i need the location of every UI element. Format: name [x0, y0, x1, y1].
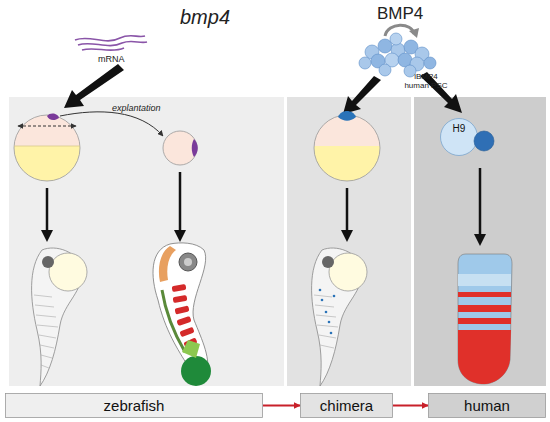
- species-band: chimera: [300, 393, 393, 418]
- cell-circle: H9: [440, 118, 478, 156]
- node-text: H9: [453, 123, 466, 134]
- human-somitoid: [458, 254, 512, 384]
- cycle-arrow: [409, 28, 419, 38]
- node-text: human: [464, 397, 510, 414]
- cell-line-label: iBMP4 human PSC: [402, 72, 450, 90]
- flow-arrow: [393, 404, 428, 406]
- panel: [9, 97, 284, 386]
- embryo: [14, 115, 80, 181]
- embryo: [314, 115, 380, 181]
- explant-arrow: [60, 112, 163, 136]
- flow-arrow: [263, 404, 300, 406]
- mrna-strands: [75, 36, 147, 51]
- zebrafish-larva: [32, 248, 87, 386]
- procedure-label: explantation: [112, 103, 161, 113]
- panel: [287, 97, 411, 386]
- embryo: [10, 110, 90, 186]
- species-band: human: [428, 393, 546, 418]
- explant-pattern: [153, 243, 211, 386]
- node-text: zebrafish: [104, 397, 165, 414]
- molecule-label: mRNA: [98, 54, 125, 64]
- cell-cluster: [359, 33, 436, 77]
- gene-name: bmp4: [180, 6, 230, 29]
- chimera-larva: [312, 248, 367, 386]
- cut-line: [18, 126, 76, 127]
- cycle-arrow: [385, 25, 414, 36]
- explant: [163, 131, 197, 165]
- big-arrow: [64, 64, 462, 114]
- protein-name: BMP4: [377, 4, 423, 24]
- species-band: zebrafish: [5, 393, 263, 418]
- bmp4-injection: [47, 114, 59, 121]
- panel: [414, 97, 546, 386]
- human-cell-graft: [338, 111, 356, 121]
- down-arrow: [47, 168, 480, 236]
- node-text: chimera: [320, 397, 373, 414]
